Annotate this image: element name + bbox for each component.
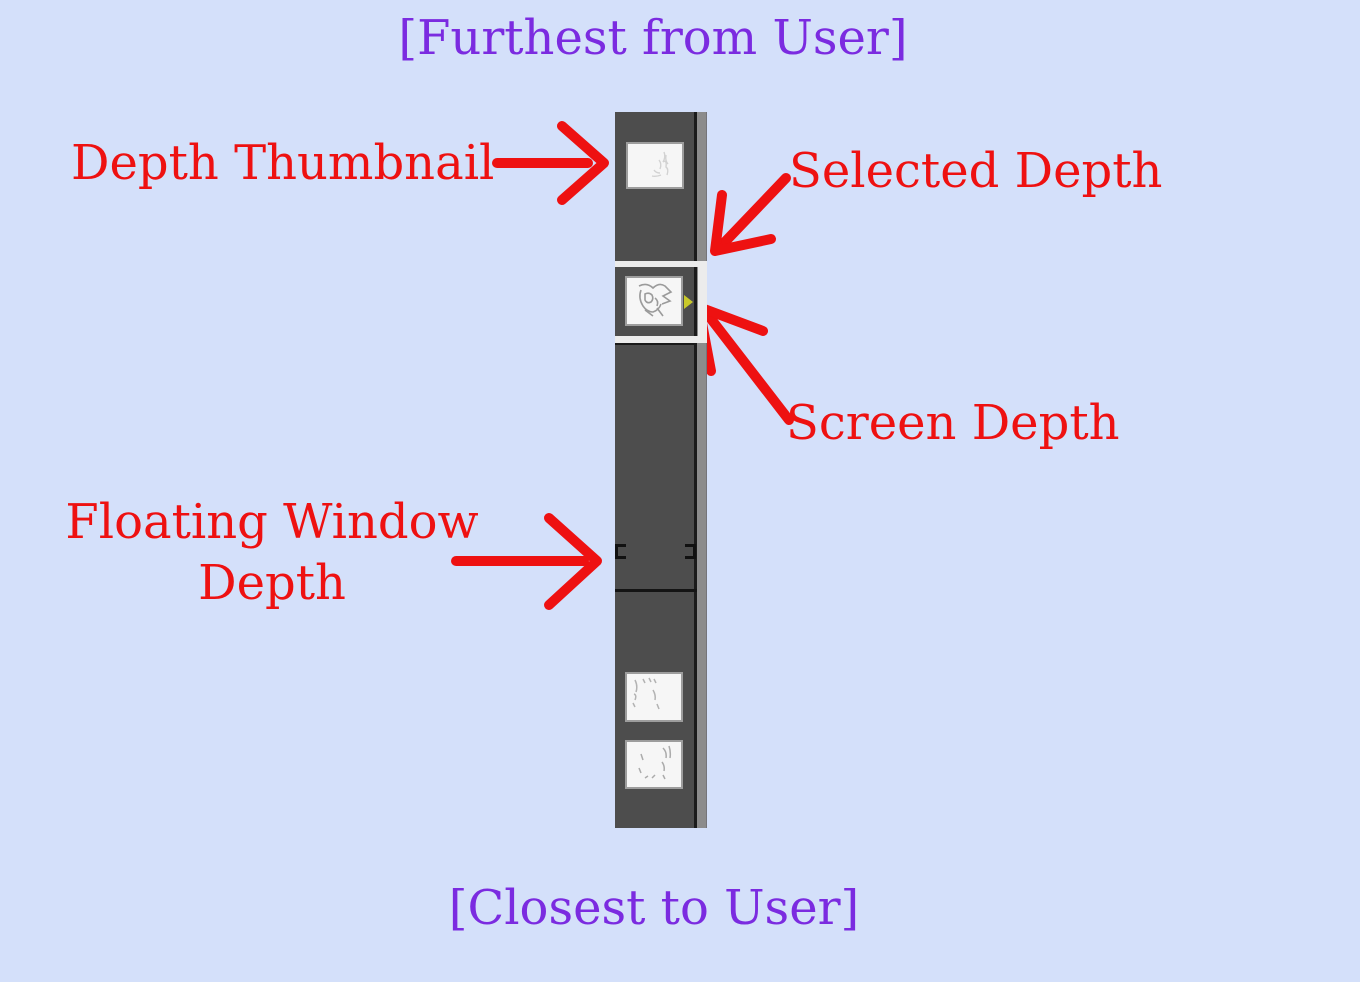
sketch-preview — [651, 151, 669, 178]
screen-depth-annotation: Screen Depth — [786, 395, 1120, 451]
sketch-preview — [638, 283, 673, 317]
panel-side-rail — [697, 112, 707, 828]
selected-depth-frame-bottom — [615, 336, 707, 343]
depth-thumbnail-annotation: Depth Thumbnail — [71, 135, 495, 191]
depth-panel — [615, 112, 707, 828]
selected-depth-arrow-icon — [710, 173, 791, 256]
selected-depth-frame-right — [698, 261, 707, 343]
screen-depth-marker-icon — [684, 295, 693, 309]
depth-thumbnail-arrow-icon — [492, 121, 609, 205]
furthest-from-user-label: [Furthest from User] — [398, 10, 908, 66]
sketch-preview — [638, 745, 672, 780]
selected-depth-frame-top — [615, 261, 707, 267]
cell-separator-line — [615, 589, 697, 592]
panel-edge-line — [694, 112, 697, 828]
selected-depth-annotation: Selected Depth — [789, 143, 1163, 199]
floating-window-depth-marker-left-icon[interactable] — [615, 544, 626, 559]
depth-thumbnail-2-selected[interactable] — [625, 276, 683, 326]
screen-depth-arrow-icon — [694, 302, 794, 425]
cell-separator-line — [615, 343, 697, 345]
floating-window-depth-annotation: Floating Window Depth — [65, 494, 479, 612]
depth-thumbnail-3[interactable] — [625, 672, 683, 722]
depth-thumbnail-1[interactable] — [626, 142, 684, 189]
floating-window-depth-marker-right-icon[interactable] — [685, 544, 696, 559]
closest-to-user-label: [Closest to User] — [448, 880, 860, 936]
sketch-preview — [632, 677, 660, 710]
depth-thumbnail-4[interactable] — [625, 740, 683, 789]
